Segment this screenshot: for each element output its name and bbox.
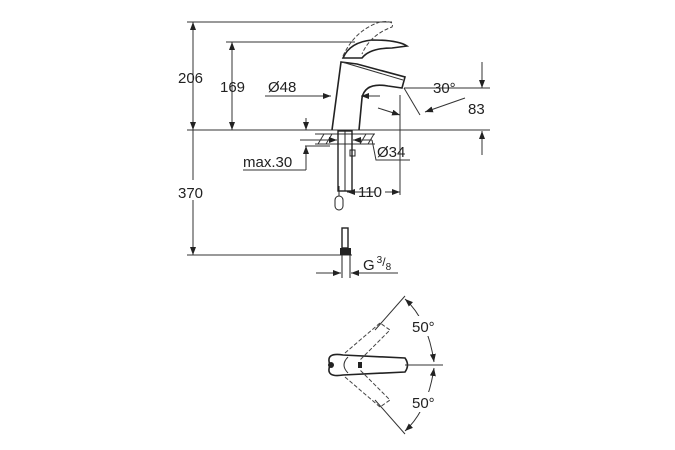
faucet-side-view bbox=[331, 21, 410, 131]
shank-diameter-label: Ø34 bbox=[377, 144, 405, 161]
deck-section bbox=[315, 130, 375, 192]
spout-reach-label: 110 bbox=[358, 184, 382, 201]
hose-length-label: 370 bbox=[178, 185, 203, 202]
total-height-label: 206 bbox=[178, 70, 203, 87]
body-diameter-label: Ø48 bbox=[268, 79, 296, 96]
lever-angle-up-label: 50° bbox=[412, 319, 435, 336]
spout-clearance-label: 83 bbox=[468, 101, 485, 118]
spout-angle-line bbox=[403, 87, 421, 116]
hose-connector bbox=[340, 227, 351, 278]
lever-angle-down-label: 50° bbox=[412, 395, 435, 412]
spout-height-label: 169 bbox=[220, 79, 245, 96]
spout-angle-leader bbox=[424, 97, 466, 113]
spout-swing-arrow bbox=[377, 107, 401, 116]
popup-rod bbox=[334, 186, 344, 211]
shank-leader bbox=[371, 139, 410, 161]
max-deck-label: max.30 bbox=[243, 154, 292, 171]
spout-angle-label: 30° bbox=[433, 80, 456, 97]
